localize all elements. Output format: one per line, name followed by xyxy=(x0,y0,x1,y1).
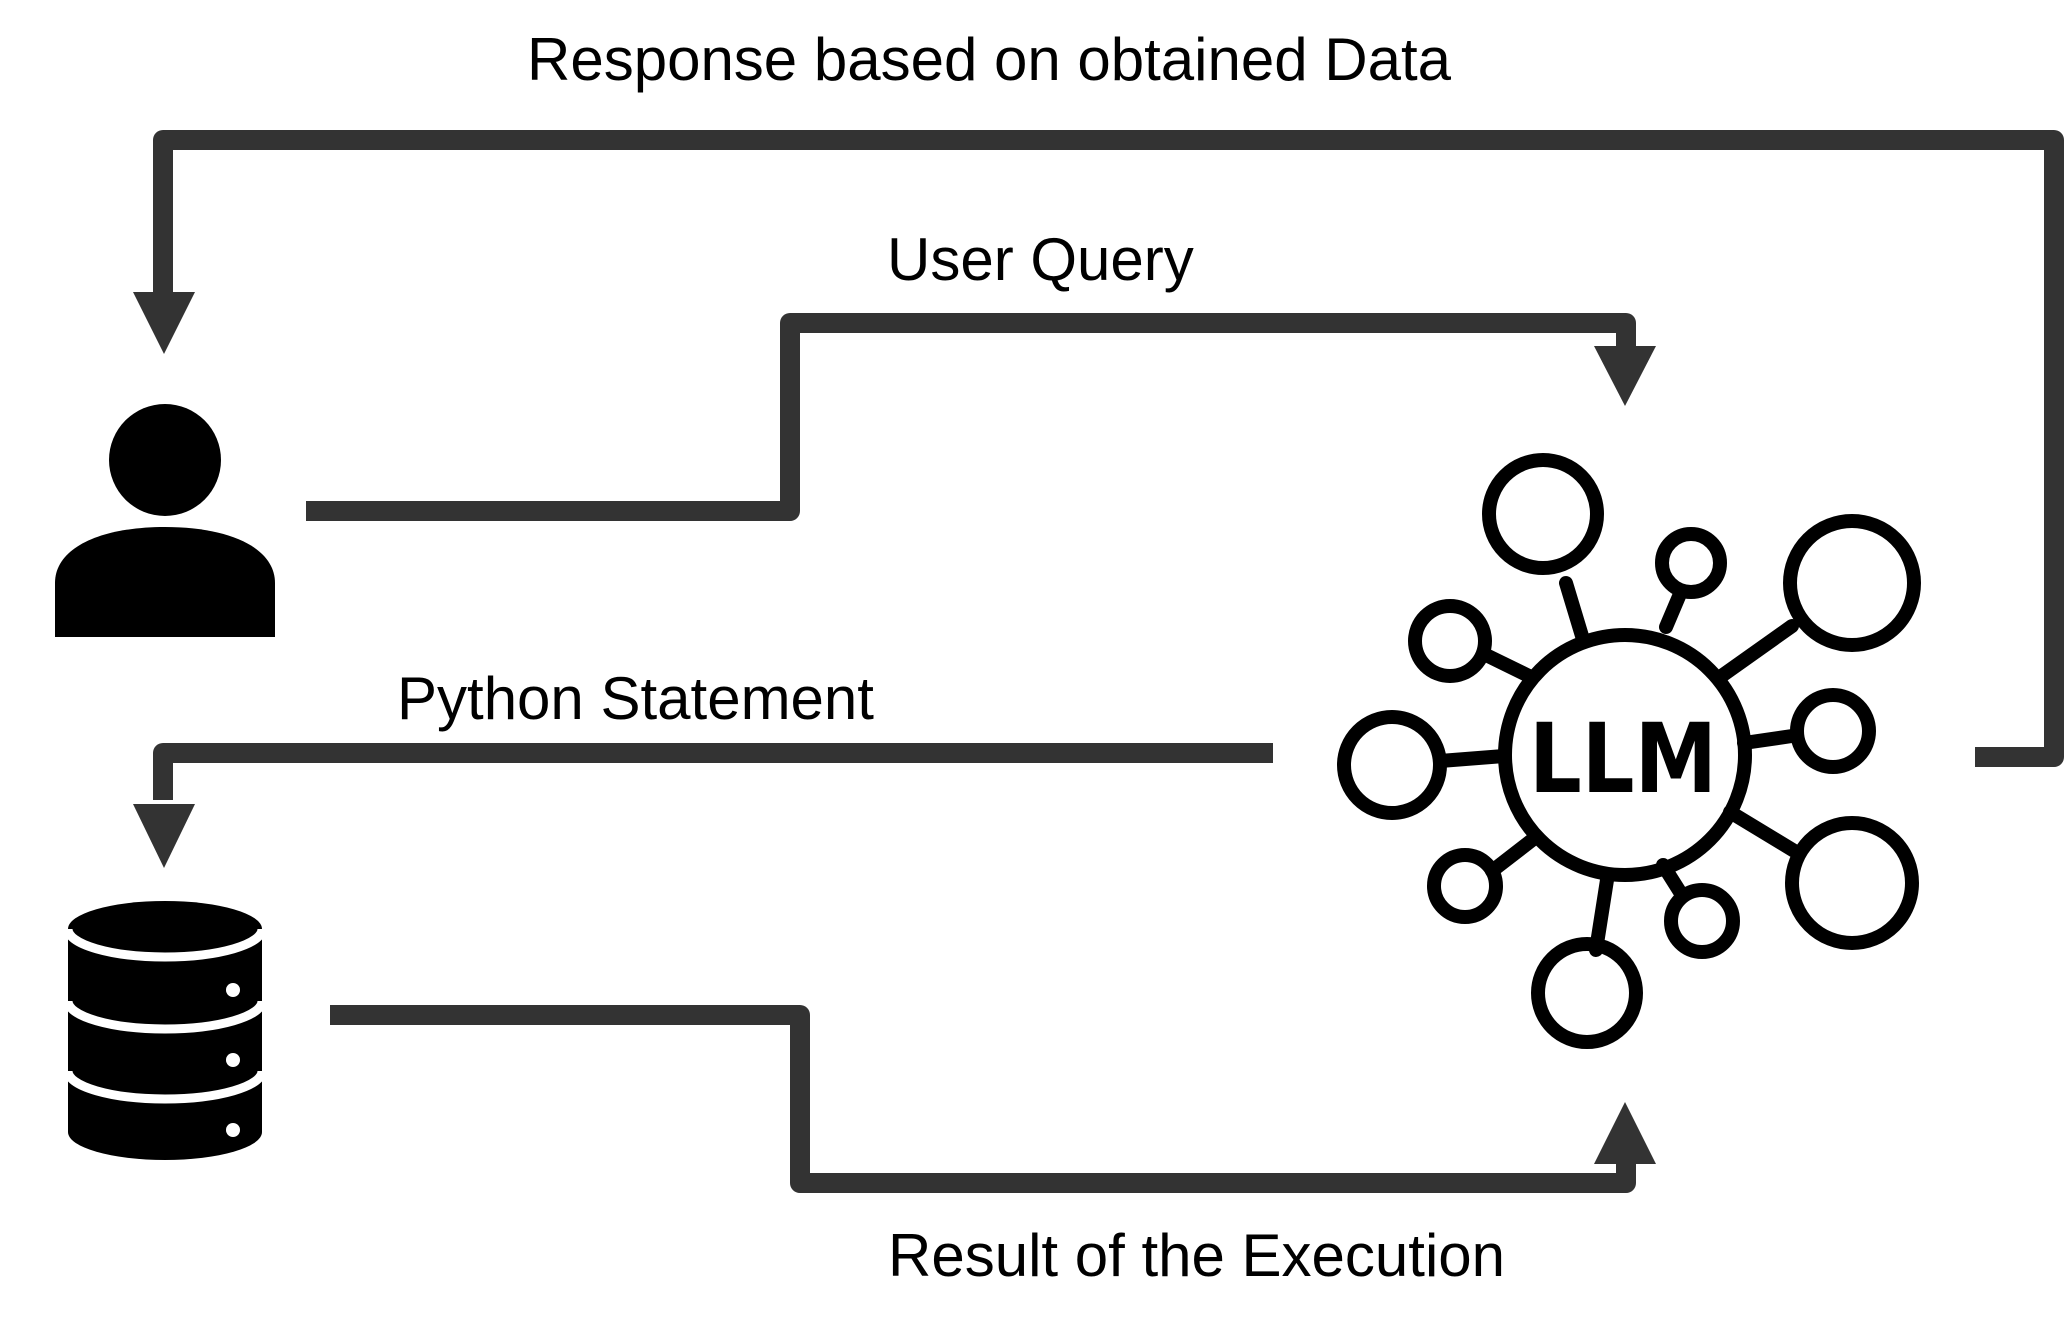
user-query-arrowhead xyxy=(1594,346,1656,406)
llm-satellite-node xyxy=(1427,848,1503,924)
user-query-label: User Query xyxy=(887,226,1194,293)
response-arrowhead xyxy=(133,292,195,354)
llm-satellite-node xyxy=(1531,937,1643,1049)
llm-satellite-node xyxy=(1482,453,1604,575)
result-label: Result of the Execution xyxy=(888,1222,1505,1289)
result-arrow-line xyxy=(330,1005,1636,1193)
database-separator-top xyxy=(63,928,267,962)
llm-satellite-node xyxy=(1408,599,1492,683)
result-arrowhead xyxy=(1594,1102,1656,1164)
llm-satellite-node xyxy=(1783,514,1921,652)
edge-user-query: User Query xyxy=(306,226,1656,521)
llm-satellite-node xyxy=(1655,527,1727,599)
user-body xyxy=(55,527,275,637)
edge-python-statement: Python Statement xyxy=(133,665,1273,868)
python-statement-arrowhead xyxy=(133,804,195,868)
user-query-arrow-line xyxy=(306,313,1636,521)
llm-satellite-node xyxy=(1785,816,1919,950)
python-statement-label: Python Statement xyxy=(397,665,874,732)
llm-hub-circle xyxy=(1498,628,1752,882)
edge-response: Response based on obtained Data xyxy=(133,26,2064,767)
database-indicator-2 xyxy=(226,1053,240,1067)
response-arrow-line xyxy=(153,130,2064,767)
python-statement-arrow-line xyxy=(153,743,1273,800)
user-icon xyxy=(55,404,275,637)
database-separator-middle xyxy=(63,1000,267,1034)
llm-network-icon: LLM xyxy=(1337,453,1921,1049)
user-head xyxy=(109,404,221,516)
llm-satellite-node xyxy=(1664,883,1740,959)
llm-satellites xyxy=(1337,453,1921,1049)
database-indicator-3 xyxy=(226,1123,240,1137)
database-icon xyxy=(63,901,267,1160)
llm-satellite-node xyxy=(1337,710,1447,820)
database-indicator-1 xyxy=(226,983,240,997)
database-separator-bottom xyxy=(63,1070,267,1104)
llm-satellite-node xyxy=(1790,688,1876,774)
response-label: Response based on obtained Data xyxy=(527,26,1452,93)
llm-label: LLM xyxy=(1529,703,1717,815)
edge-result: Result of the Execution xyxy=(330,1005,1656,1289)
